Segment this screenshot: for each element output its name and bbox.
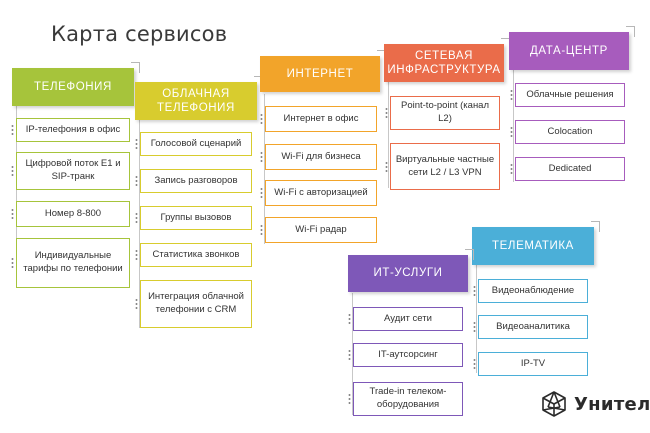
column-datacenter: ДАТА-ЦЕНТР Облачные решения Colocation D…	[509, 26, 635, 188]
item-label: Аудит сети	[384, 312, 432, 324]
list-item: Аудит сети	[353, 307, 463, 331]
header-label: ДАТА-ЦЕНТР	[530, 44, 608, 57]
corner-decoration	[591, 221, 600, 232]
header-telephony: ТЕЛЕФОНИЯ	[12, 62, 140, 106]
list-item: Видеоаналитика	[478, 315, 588, 339]
item-label: Trade-in телеком-оборудования	[369, 386, 447, 410]
company-logo: Унител	[540, 390, 650, 418]
list-item: IP-телефония в офис	[16, 118, 130, 142]
header-label: ТЕЛЕМАТИКА	[492, 239, 574, 252]
header-network: СЕТЕВАЯ ИНФРАСТРУКТУРА	[384, 38, 510, 82]
header-datacenter: ДАТА-ЦЕНТР	[509, 26, 635, 70]
list-item: IT-аутсорсинг	[353, 343, 463, 367]
list-item: Запись разговоров	[140, 169, 252, 193]
item-label: Wi-Fi радар	[295, 223, 347, 235]
list-item: Цифровой поток Е1 и SIP-транк	[16, 152, 130, 190]
list-item: Виртуальные частные сети L2 / L3 VPN	[390, 143, 500, 190]
header-telematics: ТЕЛЕМАТИКА	[472, 221, 600, 265]
column-telematics: ТЕЛЕМАТИКА Видеонаблюдение Видеоаналитик…	[472, 221, 600, 377]
item-label: Облачные решения	[526, 88, 614, 100]
header-label: ТЕЛЕФОНИЯ	[34, 80, 112, 93]
list-item: Статистика звонков	[140, 243, 252, 267]
item-label: Видеонаблюдение	[491, 284, 575, 296]
page-title: Карта сервисов	[51, 22, 228, 46]
corner-decoration	[131, 62, 140, 73]
item-label: Интеграция облачной телефонии с CRM	[148, 291, 244, 315]
list-item: Группы вызовов	[140, 206, 252, 230]
polyhedron-logo-icon	[542, 391, 566, 417]
item-label: Номер 8-800	[44, 207, 102, 219]
list-item: Wi-Fi радар	[265, 217, 377, 243]
list-item: Point-to-point (канал L2)	[390, 96, 500, 130]
item-label: Голосовой сценарий	[150, 137, 242, 149]
item-label: Индивидуальные тарифы по телефонии	[23, 250, 123, 274]
item-label: Группы вызовов	[160, 211, 232, 223]
list-item: Интеграция облачной телефонии с CRM	[140, 280, 252, 328]
column-telephony: ТЕЛЕФОНИЯ IP-телефония в офис Цифровой п…	[12, 62, 140, 288]
corner-decoration	[626, 26, 635, 37]
header-label: ИНТЕРНЕТ	[286, 67, 354, 80]
list-item: Wi-Fi для бизнеса	[265, 144, 377, 170]
column-cloud-telephony: ОБЛАЧНАЯ ТЕЛЕФОНИЯ Голосовой сценарий За…	[135, 76, 263, 332]
list-item: Номер 8-800	[16, 201, 130, 227]
logo-text: Унител	[574, 393, 650, 415]
item-label: Point-to-point (канал L2)	[400, 100, 490, 124]
list-item: Colocation	[515, 120, 625, 144]
header-label: ОБЛАЧНАЯ ТЕЛЕФОНИЯ	[157, 87, 235, 114]
list-item: Видеонаблюдение	[478, 279, 588, 303]
item-label: Wi-Fi с авторизацией	[274, 186, 368, 198]
list-item: Интернет в офис	[265, 106, 377, 132]
column-it-services: ИТ-УСЛУГИ Аудит сети IT-аутсорсинг Trade…	[348, 249, 474, 420]
item-label: Цифровой поток Е1 и SIP-транк	[25, 158, 121, 182]
item-label: Статистика звонков	[152, 248, 240, 260]
list-item: Индивидуальные тарифы по телефонии	[16, 238, 130, 288]
item-label: IT-аутсорсинг	[378, 348, 438, 360]
item-label: Запись разговоров	[154, 174, 238, 186]
column-internet: ИНТЕРНЕТ Интернет в офис Wi-Fi для бизне…	[260, 50, 386, 246]
connector-line	[16, 106, 17, 284]
list-item: Голосовой сценарий	[140, 132, 252, 156]
connector-line	[388, 82, 389, 188]
item-label: IP-телефония в офис	[25, 123, 121, 135]
header-internet: ИНТЕРНЕТ	[260, 50, 386, 92]
item-label: Dedicated	[548, 162, 592, 174]
item-label: Colocation	[547, 125, 593, 137]
list-item: Dedicated	[515, 157, 625, 181]
item-label: IP-TV	[520, 357, 546, 369]
column-network: СЕТЕВАЯ ИНФРАСТРУКТУРА Point-to-point (к…	[384, 38, 510, 194]
item-label: Видеоаналитика	[496, 320, 570, 332]
header-label: ИТ-УСЛУГИ	[373, 267, 443, 280]
item-label: Интернет в офис	[283, 112, 359, 124]
list-item: IP-TV	[478, 352, 588, 376]
list-item: Wi-Fi с авторизацией	[265, 180, 377, 206]
corner-decoration	[465, 249, 474, 260]
list-item: Trade-in телеком-оборудования	[353, 382, 463, 416]
header-it-services: ИТ-УСЛУГИ	[348, 249, 474, 292]
item-label: Wi-Fi для бизнеса	[281, 150, 361, 162]
connector-line	[476, 265, 477, 373]
connector-line	[513, 70, 514, 182]
item-label: Виртуальные частные сети L2 / L3 VPN	[395, 153, 495, 178]
header-label: СЕТЕВАЯ ИНФРАСТРУКТУРА	[387, 49, 501, 76]
list-item: Облачные решения	[515, 83, 625, 107]
header-cloud-telephony: ОБЛАЧНАЯ ТЕЛЕФОНИЯ	[135, 76, 263, 120]
